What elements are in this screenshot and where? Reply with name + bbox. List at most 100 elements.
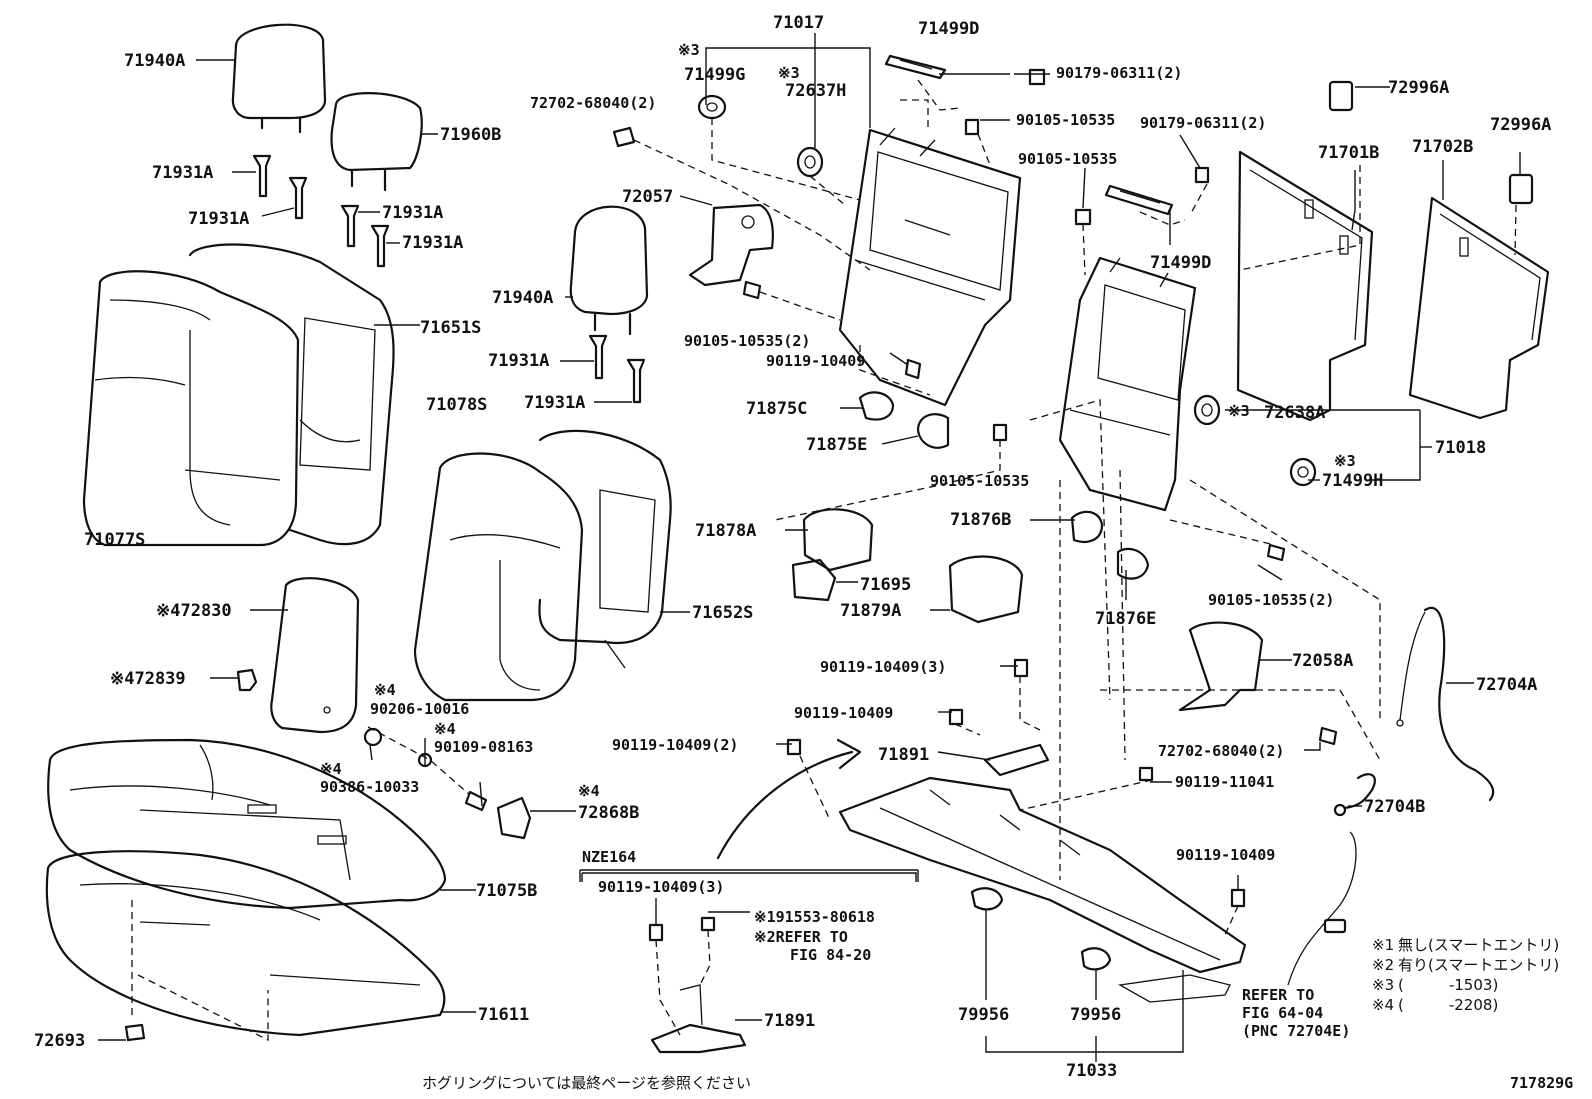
label-refer-64-line3: (PNC 72704E) xyxy=(1242,1022,1350,1040)
label-71018: 71018 xyxy=(1435,438,1486,458)
label-71077s: 71077S xyxy=(84,530,145,550)
label-90119-10409-a: 90119-10409 xyxy=(766,352,865,370)
legend-mark-4: ※4 xyxy=(1372,996,1394,1014)
legend-text-4: ( -2208) xyxy=(1398,996,1498,1014)
cover-71695 xyxy=(791,558,837,602)
bushing-71499g xyxy=(697,94,727,120)
label-71960b: 71960B xyxy=(440,125,501,145)
bolt-set xyxy=(612,68,1338,942)
bushing-72637h xyxy=(796,146,824,178)
label-72868b: 72868B xyxy=(578,803,639,823)
label-refer-84-line2: FIG 84-20 xyxy=(790,946,871,964)
label-72057: 72057 xyxy=(622,187,673,207)
bushing-71499h xyxy=(1289,457,1317,487)
label-71876b: 71876B xyxy=(950,510,1011,530)
cover-72996a-b xyxy=(1508,173,1534,205)
label-71078s: 71078S xyxy=(426,395,487,415)
label-refer-64-line1: REFER TO xyxy=(1242,986,1314,1004)
label-71875e: 71875E xyxy=(806,435,867,455)
label-79956-b: 79956 xyxy=(1070,1005,1121,1025)
label-90105-10535-2b: 90105-10535(2) xyxy=(1208,591,1334,609)
label-90109-08163: 90109-08163 xyxy=(434,738,533,756)
label-71879a: 71879A xyxy=(840,601,901,621)
label-71931a-3: 71931A xyxy=(382,203,443,223)
label-90119-11041: 90119-11041 xyxy=(1175,773,1274,791)
leader-lines xyxy=(98,33,1521,1062)
clip-79956-b xyxy=(1080,947,1112,971)
label-91553-80618: ※191553-80618 xyxy=(754,908,875,926)
seat-frame-71033 xyxy=(838,776,1247,1003)
label-71695: 71695 xyxy=(860,575,911,595)
bracket-72058a xyxy=(1178,621,1264,712)
cover-71875c xyxy=(858,391,895,421)
alignment-lines xyxy=(131,79,1517,1042)
fastener-90386 xyxy=(363,727,383,747)
cover-72996a-a xyxy=(1328,80,1354,112)
mark-71499h: ※3 xyxy=(1334,452,1356,470)
cover-71876e xyxy=(1116,547,1150,580)
label-71702b: 71702B xyxy=(1412,137,1473,157)
label-90119-10409-c: 90119-10409 xyxy=(1176,846,1275,864)
label-72996a-b: 72996A xyxy=(1490,115,1551,135)
seatback-frame-71017 xyxy=(838,127,1022,407)
label-72996a-a: 72996A xyxy=(1388,78,1449,98)
label-nze164: NZE164 xyxy=(582,848,636,866)
mark-72868b: ※4 xyxy=(578,782,600,800)
hinge-71499d-top xyxy=(884,54,947,80)
label-71499d-mid: 71499D xyxy=(1150,253,1211,273)
legend-text-2: 有り(スマートエントリ) xyxy=(1398,956,1559,974)
label-72702-68040-bot: 72702-68040(2) xyxy=(1158,742,1284,760)
part-labels: 71017 71499D 90179-06311(2) ※3 71499G ※3… xyxy=(34,13,1573,1092)
label-71878a: 71878A xyxy=(695,521,756,541)
label-90179-06311-top: 90179-06311(2) xyxy=(1056,64,1182,82)
label-71931a-2: 71931A xyxy=(188,209,249,229)
seatback-cover-71077s xyxy=(82,270,300,547)
board-71702b xyxy=(1408,196,1550,420)
label-71891-a: 71891 xyxy=(878,745,929,765)
label-71651s: 71651S xyxy=(420,318,481,338)
mark-90109: ※4 xyxy=(434,720,456,738)
label-72638a: 72638A xyxy=(1264,403,1325,423)
nze164-group-frame xyxy=(579,869,919,882)
mark-72638a: ※3 xyxy=(1228,402,1250,420)
label-71931a-5: 71931A xyxy=(488,351,549,371)
mark-90206: ※4 xyxy=(374,681,396,699)
label-71033: 71033 xyxy=(1066,1061,1117,1081)
clip-72839 xyxy=(236,668,258,692)
board-71701b xyxy=(1236,150,1374,422)
legend-mark-2: ※2 xyxy=(1372,956,1394,974)
label-71940a-mid: 71940A xyxy=(492,288,553,308)
label-72704b: 72704B xyxy=(1364,797,1425,817)
label-72830: ※472830 xyxy=(156,601,232,621)
label-90119-10409-2: 90119-10409(2) xyxy=(612,736,738,754)
label-90386-10033: 90386-10033 xyxy=(320,778,419,796)
label-71499d-top: 71499D xyxy=(918,19,979,39)
label-90105-10535-a: 90105-10535 xyxy=(1016,111,1115,129)
label-72839: ※472839 xyxy=(110,669,186,689)
label-refer-84-line1: ※2REFER TO xyxy=(754,928,848,946)
label-71652s: 71652S xyxy=(692,603,753,623)
label-71931a-1: 71931A xyxy=(152,163,213,183)
headrest-71940a-mid xyxy=(569,205,649,336)
footer-note: ホグリングについては最終ページを参照ください xyxy=(422,1074,751,1092)
label-90119-10409-3b: 90119-10409(3) xyxy=(598,878,724,896)
headrest-71940a-top xyxy=(231,23,327,134)
cable-72704e xyxy=(1287,831,1357,986)
hinge-71499d-mid xyxy=(1104,184,1174,216)
cover-71875e xyxy=(916,413,950,449)
headrest-71960b xyxy=(330,92,423,192)
legend-mark-1: ※1 xyxy=(1372,936,1394,954)
label-71940a-top: 71940A xyxy=(124,51,185,71)
label-71499g: 71499G xyxy=(684,65,745,85)
clip-79956-a xyxy=(970,887,1004,911)
label-71931a-4: 71931A xyxy=(402,233,463,253)
figure-code: 717829G xyxy=(1510,1074,1573,1092)
label-90105-10535-b: 90105-10535 xyxy=(1018,150,1117,168)
bracket-72057 xyxy=(688,203,774,287)
cable-72704a xyxy=(1396,606,1495,802)
cover-71878a xyxy=(802,508,874,572)
seat-cushion-71075b xyxy=(47,738,447,910)
label-71701b: 71701B xyxy=(1318,143,1379,163)
mark-72637h: ※3 xyxy=(778,64,800,82)
label-90206-10016: 90206-10016 xyxy=(370,700,469,718)
